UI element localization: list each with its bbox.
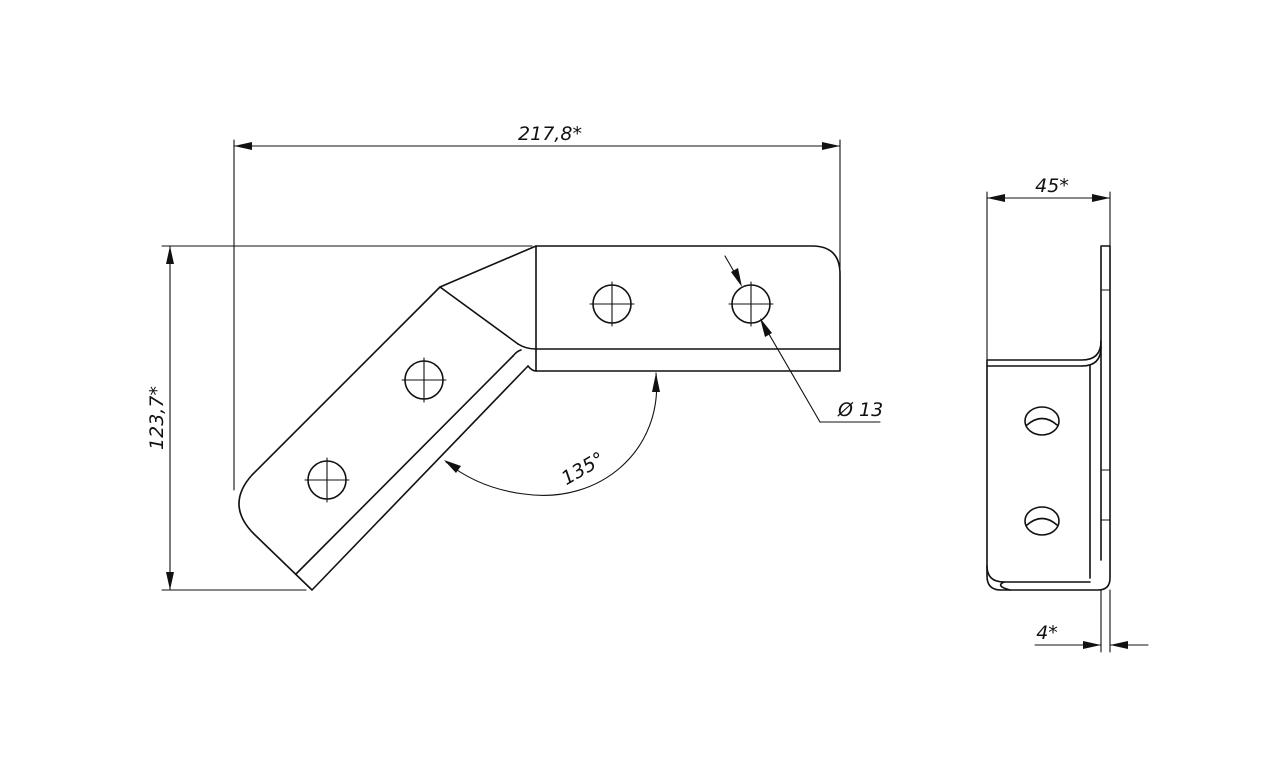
bend-arc-inner xyxy=(527,365,537,372)
diagonal-leg-outline xyxy=(238,286,529,591)
horizontal-leg-outline xyxy=(535,245,841,372)
diagonal-leg-bend-line xyxy=(295,355,514,575)
side-plate xyxy=(986,245,1111,591)
hole-1 xyxy=(589,281,635,327)
dim-side-width: 45* xyxy=(986,175,1111,361)
side-hole-2 xyxy=(1024,506,1060,536)
dim-thickness: 4* xyxy=(1034,589,1149,653)
dim-hole-diameter: Ø 13 xyxy=(724,255,883,423)
dim-bend-angle: 135° xyxy=(444,372,660,496)
hole-3 xyxy=(401,357,447,403)
side-hole-1 xyxy=(1024,406,1060,436)
thickness-label: 4* xyxy=(1036,622,1058,644)
dim-overall-width: 217,8* xyxy=(233,123,841,491)
chamfer-face xyxy=(439,245,537,345)
diagonal-leg-bend-arc xyxy=(512,349,522,357)
bend-arc-outer xyxy=(517,343,537,350)
front-view xyxy=(238,245,841,591)
overall-height-label: 123,7* xyxy=(146,386,168,450)
hole-4 xyxy=(304,457,350,503)
overall-width-label: 217,8* xyxy=(518,123,582,145)
side-view xyxy=(986,245,1111,591)
bend-angle-label: 135° xyxy=(558,448,609,490)
hole-2 xyxy=(728,281,774,327)
hole-diameter-label: Ø 13 xyxy=(837,399,883,421)
side-width-label: 45* xyxy=(1035,175,1069,197)
dim-overall-height: 123,7* xyxy=(146,245,533,591)
